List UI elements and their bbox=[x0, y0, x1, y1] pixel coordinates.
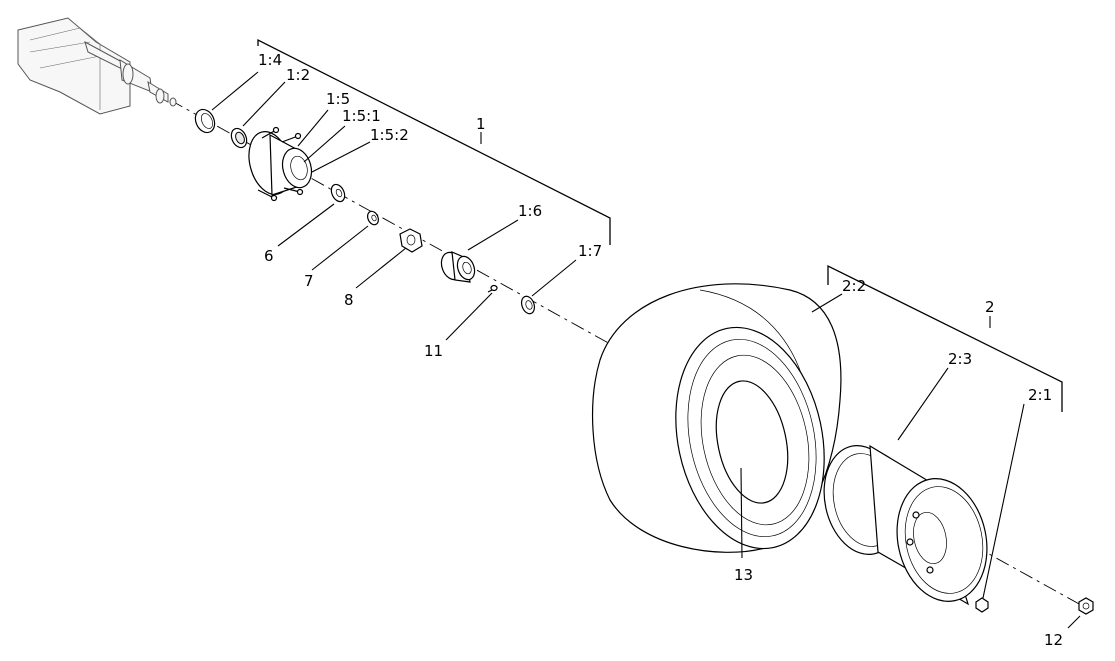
callout-1-5-2: 1:5:2 bbox=[370, 126, 409, 144]
group-2-bracket bbox=[827, 264, 1063, 412]
callout-1-2: 1:2 bbox=[286, 66, 310, 84]
callout-2-1: 2:1 bbox=[1028, 386, 1052, 404]
wheel-rim-2-3 bbox=[823, 444, 988, 606]
callout-1-4: 1:4 bbox=[258, 51, 282, 69]
callout-1-7: 1:7 bbox=[578, 242, 602, 260]
lug-nut-2-1 bbox=[975, 597, 989, 613]
cotter-pin-11 bbox=[487, 284, 498, 293]
group-1-bracket bbox=[257, 38, 611, 245]
washer-6 bbox=[330, 183, 346, 203]
callout-13: 13 bbox=[734, 566, 753, 584]
callout-7: 7 bbox=[304, 272, 314, 290]
callout-1-5: 1:5 bbox=[326, 90, 350, 108]
spindle-housing bbox=[17, 17, 177, 115]
seal-1-7 bbox=[520, 295, 536, 315]
callout-12: 12 bbox=[1044, 631, 1063, 649]
bearing-1-2 bbox=[230, 127, 248, 149]
callout-6: 6 bbox=[264, 247, 274, 265]
leader-lines bbox=[211, 71, 1081, 629]
callout-2-3: 2:3 bbox=[948, 350, 972, 368]
callout-1-6: 1:6 bbox=[518, 202, 542, 220]
callout-1: 1 bbox=[476, 115, 486, 133]
callout-1-5-1: 1:5:1 bbox=[342, 107, 381, 125]
nut-12 bbox=[1078, 597, 1094, 615]
castle-nut-8 bbox=[399, 228, 423, 253]
washer-7 bbox=[366, 210, 380, 226]
wheel-hub-1-5 bbox=[248, 126, 313, 202]
callout-labels: 1 1:4 1:2 1:5 1:5:1 1:5:2 6 7 8 1:6 1:7 … bbox=[258, 51, 1063, 649]
callout-2: 2 bbox=[985, 298, 995, 316]
dust-cap-1-6 bbox=[440, 251, 476, 283]
callout-11: 11 bbox=[424, 342, 443, 360]
tire-2-2 bbox=[591, 283, 842, 553]
callout-8: 8 bbox=[344, 291, 354, 309]
seal-1-4 bbox=[194, 108, 216, 134]
callout-2-2: 2:2 bbox=[842, 277, 866, 295]
